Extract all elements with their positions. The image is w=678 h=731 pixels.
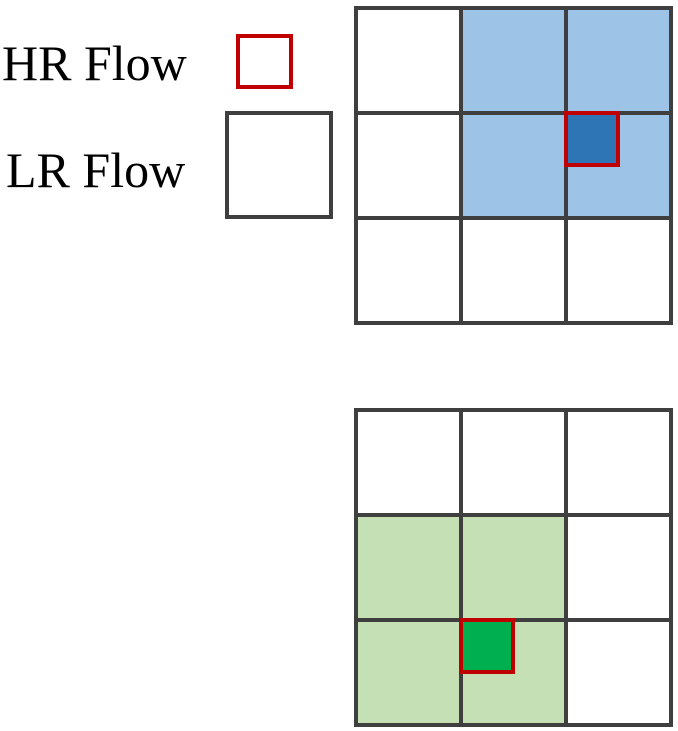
legend: HR Flow LR Flow (2, 34, 333, 219)
lr-flow-swatch (225, 111, 333, 219)
hr-flow-cell (459, 618, 515, 674)
hr-flow-swatch (236, 34, 293, 89)
highlighted-cell (461, 113, 566, 218)
highlighted-cell (461, 8, 566, 113)
highlighted-cell (461, 515, 566, 620)
bottom-grid (354, 408, 673, 727)
hr-flow-cell (564, 111, 620, 167)
top-grid (354, 6, 673, 325)
highlighted-cell (566, 8, 671, 113)
lr-flow-label: LR Flow (6, 142, 185, 198)
hr-flow-label: HR Flow (2, 35, 187, 91)
highlighted-cell (356, 515, 461, 620)
highlighted-cell (356, 620, 461, 725)
